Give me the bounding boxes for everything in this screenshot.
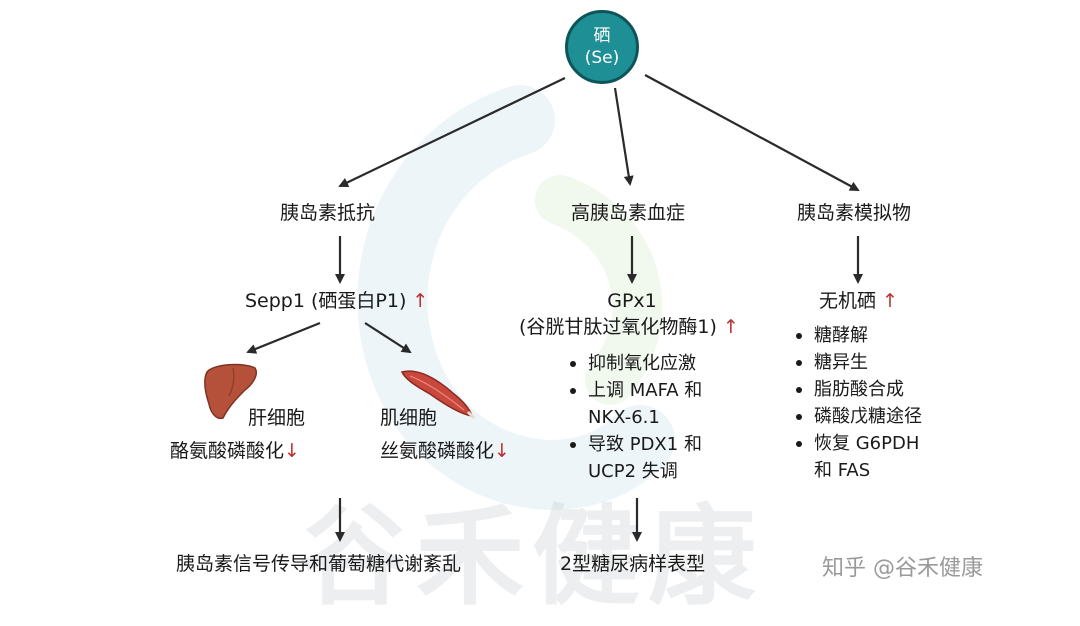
root-node-selenium: 硒 (Se)	[565, 10, 639, 84]
right-bullet-list: 糖酵解糖异生脂肪酸合成磷酸戊糖途径恢复 G6PDH 和 FAS	[792, 322, 922, 484]
node-sepp1: Sepp1 (硒蛋白P1) ↑	[245, 288, 428, 314]
node-insulin-mimetic: 胰岛素模拟物	[797, 202, 912, 224]
bullet-item: 恢复 G6PDH	[792, 430, 922, 457]
muscle-icon	[400, 370, 476, 420]
node-gpx1: GPx1	[607, 290, 657, 312]
up-arrow-icon: ↑	[412, 290, 429, 312]
liver-effect-label: 酪氨酸磷酸化	[170, 440, 285, 462]
arrow-left-liver	[246, 321, 321, 354]
node-gpx1-fullname: (谷胱甘肽过氧化物酶1) ↑	[519, 314, 739, 340]
zhihu-credit: 知乎 @谷禾健康	[822, 556, 983, 581]
bullet-item: 脂肪酸合成	[792, 376, 922, 403]
liver-cell-label: 肝细胞	[248, 407, 306, 429]
bullet-item: 导致 PDX1 和	[566, 431, 702, 458]
up-arrow-icon: ↑	[882, 290, 898, 312]
arrow-root-middle	[613, 87, 634, 186]
muscle-effect-label: 丝氨酸磷酸化	[380, 440, 495, 462]
bullet-item: UCP2 失调	[588, 461, 678, 482]
liver-icon	[204, 363, 257, 420]
arrow-left-muscle	[364, 322, 412, 354]
outcome-left: 胰岛素信号传导和葡萄糖代谢紊乱	[176, 553, 462, 575]
node-insulin-resistance: 胰岛素抵抗	[280, 202, 376, 224]
muscle-effect: 丝氨酸磷酸化↓	[380, 438, 510, 464]
node-inorganic-selenium: 无机硒 ↑	[819, 288, 898, 314]
down-arrow-icon: ↓	[284, 440, 300, 462]
connector-arrows	[246, 74, 863, 542]
liver-effect: 酪氨酸磷酸化↓	[170, 438, 300, 464]
node-hyperinsulinemia: 高胰岛素血症	[571, 202, 686, 224]
middle-bullet-list: 抑制氧化应激上调 MAFA 和 NKX-6.1 导致 PDX1 和 UCP2 失调	[566, 350, 702, 485]
bullet-item: NKX-6.1	[588, 407, 660, 428]
bullet-item: 糖异生	[792, 349, 922, 376]
bullet-item: 磷酸戊糖途径	[792, 403, 922, 430]
muscle-cell-label: 肌细胞	[380, 407, 438, 429]
bullet-item: 和 FAS	[814, 460, 871, 481]
arrow-root-right	[644, 74, 860, 191]
inorganic-selenium-label: 无机硒	[819, 290, 877, 312]
bullet-item: 抑制氧化应激	[566, 350, 702, 377]
bullet-item: 糖酵解	[792, 322, 922, 349]
down-arrow-icon: ↓	[494, 440, 510, 462]
up-arrow-icon: ↑	[722, 316, 739, 338]
bullet-item: 上调 MAFA 和	[566, 377, 702, 404]
root-label-symbol: (Se)	[584, 48, 620, 68]
root-label-cn: 硒	[593, 26, 611, 46]
sepp1-label: Sepp1 (硒蛋白P1)	[245, 290, 407, 312]
arrow-root-left	[338, 77, 566, 188]
outcome-middle: 2型糖尿病样表型	[560, 553, 706, 575]
watermark-text: 谷禾健康	[300, 495, 765, 620]
gpx1-fullname-label: (谷胱甘肽过氧化物酶1)	[519, 316, 717, 338]
